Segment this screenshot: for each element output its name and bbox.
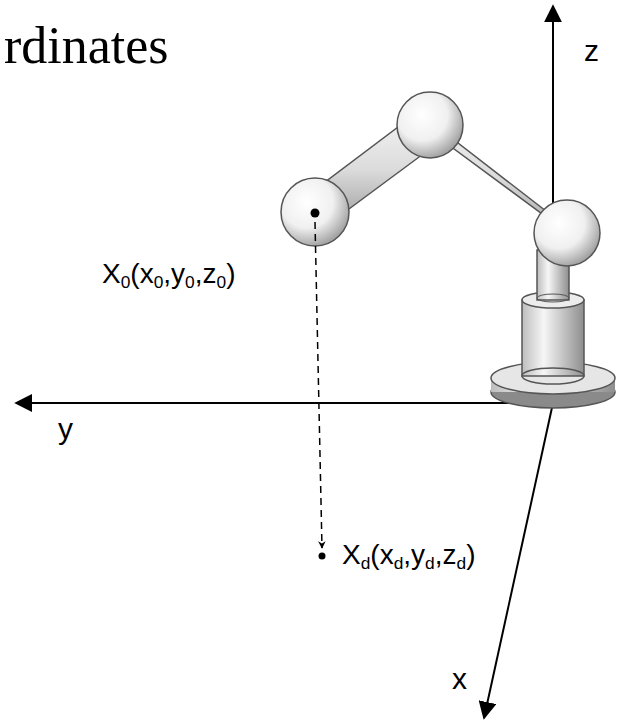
y-axis bbox=[16, 402, 553, 404]
robot-joints bbox=[281, 92, 600, 266]
point-label: X0(x0,y0,z0) bbox=[102, 260, 236, 288]
motion-path bbox=[315, 222, 322, 548]
axis-label: x bbox=[452, 664, 467, 694]
x-axis bbox=[484, 403, 553, 718]
point-label: Xd(xd,yd,zd) bbox=[340, 540, 478, 570]
axis-label: z bbox=[584, 36, 599, 66]
robot-base bbox=[491, 250, 615, 408]
axis-label: y bbox=[58, 414, 73, 444]
title-fragment: rdinates bbox=[4, 20, 169, 72]
target-point bbox=[319, 553, 326, 560]
